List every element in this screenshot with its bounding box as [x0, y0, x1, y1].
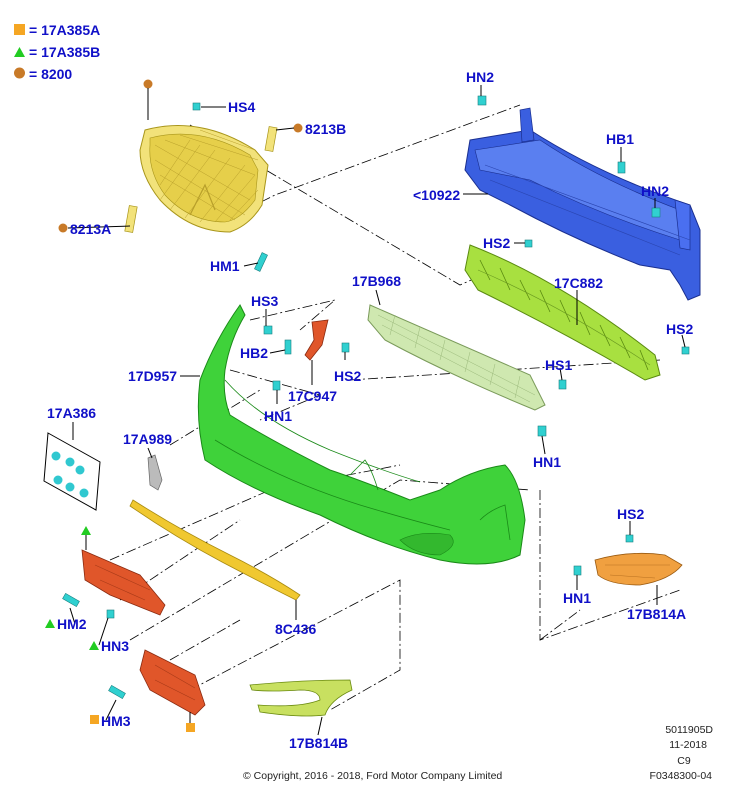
bumper-reinforcement	[464, 107, 701, 301]
legend-circle-icon	[14, 67, 25, 79]
label-hm3: HM3	[101, 713, 131, 729]
label-17c882: 17C882	[554, 275, 603, 291]
label-hn1-right: HN1	[533, 454, 561, 470]
label-8213a: 8213A	[70, 221, 111, 237]
legend-circle-text: = 8200	[29, 66, 72, 82]
grille	[124, 125, 278, 233]
fastener-hs2-mid	[341, 342, 350, 353]
legend-square-text: = 17A385A	[29, 22, 100, 38]
label-17b968: 17B968	[352, 273, 401, 289]
label-8213b: 8213B	[305, 121, 346, 137]
marker-triangle-bracket	[81, 526, 91, 535]
part-labels: HS4 8213B 8213A HN2 HB1 HN2 <10922 HS2 1…	[47, 69, 693, 751]
part-markers	[45, 79, 303, 732]
label-hs4: HS4	[228, 99, 255, 115]
label-hs2-right: HS2	[666, 321, 693, 337]
fastener-hn2-right	[651, 207, 661, 218]
fastener-hn2-top	[477, 95, 487, 106]
fastener-hs1	[558, 379, 567, 390]
legend-triangle-icon	[14, 47, 25, 57]
fastener-hn1-mid	[272, 380, 281, 391]
fastener-hs2-top	[524, 239, 533, 248]
marker-triangle-hm2	[45, 619, 55, 628]
fastener-hs2-right	[681, 346, 690, 355]
fastener-hm2	[62, 592, 80, 608]
copyright-text: © Copyright, 2016 - 2018, Ford Motor Com…	[243, 770, 502, 782]
fastener-hn1-lamp	[573, 565, 582, 576]
marker-circle-8213a	[58, 223, 68, 233]
code-1: 5011905D	[665, 724, 713, 736]
label-17a386: 17A386	[47, 405, 96, 421]
footer: © Copyright, 2016 - 2018, Ford Motor Com…	[243, 724, 713, 782]
fastener-hn3	[106, 609, 115, 619]
label-hb1: HB1	[606, 131, 634, 147]
code-2: 11-2018	[669, 739, 707, 751]
label-hm2: HM2	[57, 616, 87, 632]
lower-trim	[129, 499, 301, 601]
fastener-hs2-lamp	[625, 534, 634, 543]
fastener-hm1	[254, 252, 268, 272]
legend-triangle-text: = 17A385B	[29, 44, 100, 60]
bumper-cover	[197, 304, 526, 565]
lamp-bezel-right	[594, 552, 683, 586]
legend-square-icon	[14, 24, 25, 35]
label-17a989: 17A989	[123, 431, 172, 447]
label-hn2-top: HN2	[466, 69, 494, 85]
marker-triangle-hn3	[89, 641, 99, 650]
bracket-upper-left	[81, 549, 166, 616]
label-hn3: HN3	[101, 638, 129, 654]
bracket-lower-left	[139, 649, 206, 716]
fastener-pack	[43, 432, 101, 511]
label-hn1-mid: HN1	[264, 408, 292, 424]
label-10922: <10922	[413, 187, 460, 203]
label-hs3: HS3	[251, 293, 278, 309]
label-17d957: 17D957	[128, 368, 177, 384]
fastener-hb2	[284, 339, 292, 355]
label-hn1-lamp: HN1	[563, 590, 591, 606]
legend: = 17A385A = 17A385B = 8200	[14, 22, 100, 82]
leader-lines	[67, 85, 686, 736]
fasteners	[62, 95, 690, 700]
bracket-17a989	[147, 454, 163, 491]
label-8c436: 8C436	[275, 621, 316, 637]
marker-circle-grille	[143, 79, 153, 89]
code-4: F0348300-04	[650, 770, 713, 782]
fastener-hn1-right	[537, 425, 547, 437]
code-3: C9	[677, 755, 691, 767]
label-hs2-mid: HS2	[334, 368, 361, 384]
energy-absorber	[464, 244, 661, 381]
fastener-hb1	[617, 161, 626, 174]
fastener-hs3	[263, 325, 273, 335]
fastener-hs4	[192, 102, 201, 111]
label-hs2-lamp: HS2	[617, 506, 644, 522]
label-17c947: 17C947	[288, 388, 337, 404]
fastener-hm3	[108, 684, 126, 700]
label-17b814b: 17B814B	[289, 735, 348, 751]
marker-square-hm3	[90, 715, 99, 724]
lamp-bezel-left	[249, 679, 353, 717]
marker-square-bracket	[186, 723, 195, 732]
label-hn2-right: HN2	[641, 183, 669, 199]
label-17b814a: 17B814A	[627, 606, 686, 622]
label-hm1: HM1	[210, 258, 240, 274]
label-hs2-top: HS2	[483, 235, 510, 251]
label-hs1: HS1	[545, 357, 572, 373]
label-hb2: HB2	[240, 345, 268, 361]
lower-grille	[367, 304, 546, 411]
bracket-17c947	[304, 319, 329, 361]
marker-circle-8213b	[293, 123, 303, 133]
